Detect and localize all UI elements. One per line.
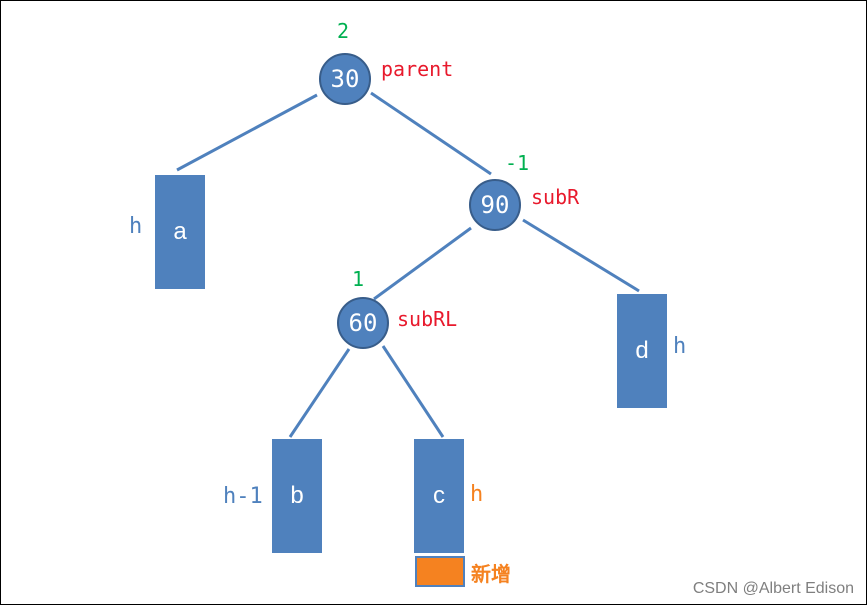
- edge-subRL-to-c: [381, 345, 445, 438]
- subtree-b-height: h-1: [223, 484, 263, 509]
- root-node: 30: [319, 53, 371, 105]
- subtree-a-height: h: [129, 214, 143, 239]
- subRL-balance-factor: 1: [352, 267, 365, 291]
- edge-subR-to-d: [522, 218, 640, 293]
- subtree-a: a: [155, 175, 205, 289]
- new-node-block: [415, 556, 465, 587]
- subtree-c-height: h: [470, 482, 484, 507]
- root-balance-factor: 2: [337, 19, 350, 43]
- subtree-d: d: [617, 294, 667, 408]
- subR-node: 90: [469, 179, 521, 231]
- subtree-d-height: h: [673, 334, 687, 359]
- new-node-label: 新增: [471, 562, 511, 586]
- edge-subRL-to-b: [288, 348, 351, 438]
- subRL-role-label: subRL: [397, 307, 458, 331]
- subR-balance-factor: -1: [505, 151, 530, 175]
- watermark: CSDN @Albert Edison: [692, 580, 854, 597]
- edge-root-to-subR: [370, 91, 492, 176]
- subtree-c: c: [414, 439, 464, 553]
- edge-root-to-a: [176, 93, 318, 172]
- subR-role-label: subR: [531, 185, 580, 209]
- root-role-label: parent: [381, 57, 454, 81]
- subRL-node: 60: [337, 297, 389, 349]
- edge-subR-to-subRL: [373, 226, 472, 301]
- subtree-b: b: [272, 439, 322, 553]
